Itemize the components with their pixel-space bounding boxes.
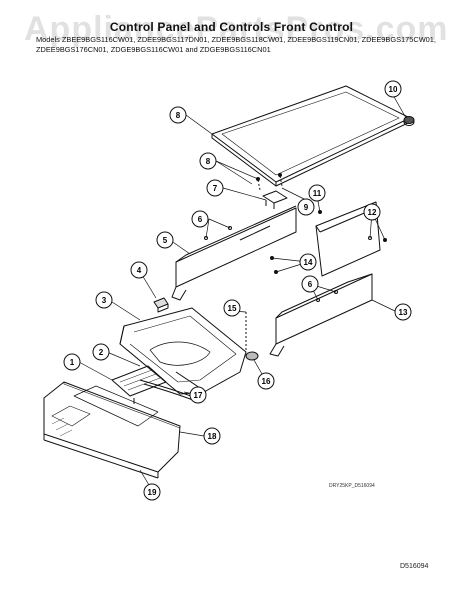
part-bracket-7 — [256, 173, 288, 209]
callout-17: 17 — [189, 386, 207, 404]
part-console-frame-3 — [119, 307, 247, 395]
svg-text:6: 6 — [308, 280, 313, 289]
callout-1: 1 — [63, 353, 81, 371]
svg-text:7: 7 — [213, 184, 218, 193]
part-screw-10 — [403, 116, 415, 126]
callout-6-upper: 6 — [191, 210, 209, 228]
callout-18: 18 — [203, 427, 221, 445]
svg-text:2: 2 — [99, 348, 104, 357]
svg-text:3: 3 — [102, 296, 107, 305]
part-harness-17 — [139, 379, 199, 403]
callout-16: 16 — [257, 372, 275, 390]
svg-text:9: 9 — [304, 203, 309, 212]
svg-text:18: 18 — [208, 432, 217, 441]
callout-7: 7 — [206, 179, 224, 197]
figure-code: DRY25KP_D516094 — [329, 483, 375, 489]
svg-text:15: 15 — [228, 304, 237, 313]
model-list: Models ZBEE9BGS116CW01, ZDEE9BGS117DN01,… — [36, 35, 436, 55]
drawing-number: D516094 — [400, 563, 429, 570]
callout-10: 10 — [384, 80, 402, 98]
callout-11: 11 — [308, 184, 326, 202]
callout-13: 13 — [394, 303, 412, 321]
model-list-line-1: Models ZBEE9BGS116CW01, ZDEE9BGS117DN01,… — [36, 35, 436, 44]
part-top-panel — [211, 85, 411, 187]
part-screws-14 — [270, 256, 278, 274]
callout-19: 19 — [143, 483, 161, 501]
svg-text:6: 6 — [198, 215, 203, 224]
callout-9: 8 — [169, 106, 187, 124]
svg-text:13: 13 — [399, 308, 408, 317]
part-connector-16 — [245, 312, 259, 361]
callout-14: 14 — [299, 253, 317, 271]
callout-8-top: 8 — [199, 152, 217, 170]
callout-8-right: 9 — [297, 198, 315, 216]
svg-text:8: 8 — [206, 157, 211, 166]
callouts: 8 10 8 9 7 11 — [63, 80, 412, 501]
part-side-bracket-13 — [269, 273, 373, 357]
callout-12: 12 — [363, 203, 381, 221]
svg-text:17: 17 — [194, 391, 203, 400]
svg-text:11: 11 — [313, 189, 322, 198]
svg-text:10: 10 — [389, 85, 398, 94]
svg-text:12: 12 — [368, 208, 377, 217]
model-list-line-2: ZDEE9BGS176CN01, ZDGE9BGS116CW01 and ZDG… — [36, 45, 271, 54]
svg-text:4: 4 — [137, 266, 142, 275]
callout-4: 4 — [130, 261, 148, 279]
leader-lines — [78, 94, 407, 491]
svg-text:1: 1 — [70, 358, 75, 367]
callout-3: 3 — [95, 291, 113, 309]
svg-text:5: 5 — [163, 236, 168, 245]
callout-2: 2 — [92, 343, 110, 361]
part-front-panel-19 — [43, 381, 181, 479]
callout-5: 5 — [156, 231, 174, 249]
diagram-title: Control Panel and Controls Front Control — [109, 20, 354, 34]
svg-text:19: 19 — [148, 488, 157, 497]
part-side-bracket-5 — [171, 205, 297, 301]
svg-text:8: 8 — [176, 111, 181, 120]
part-clip-4 — [153, 297, 169, 313]
watermark: AppliancePartsPros.com — [24, 10, 449, 48]
svg-text:16: 16 — [262, 377, 271, 386]
svg-text:14: 14 — [304, 258, 313, 267]
callout-6-lower: 6 — [301, 275, 319, 293]
callout-15: 15 — [223, 299, 241, 317]
